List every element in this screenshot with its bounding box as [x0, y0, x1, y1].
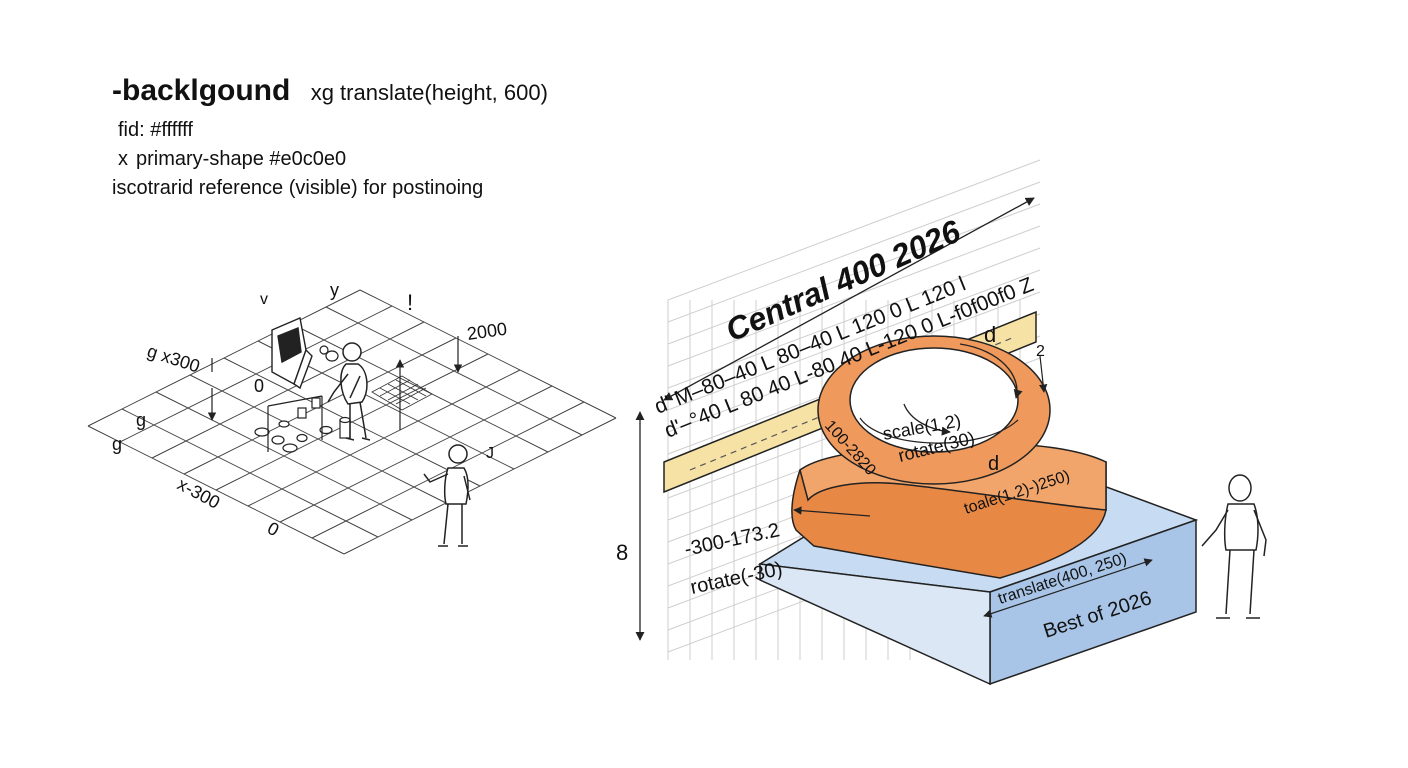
header-primary-shape-line: x primary-shape #e0c0e0: [118, 149, 548, 169]
label-d-mid: d: [988, 453, 999, 475]
label-v: v: [260, 291, 268, 308]
label-exclaim: !: [407, 290, 413, 315]
header-title-bold: -backlgound: [112, 74, 291, 107]
arrow-ring-inner: [903, 403, 951, 436]
arrow-right-small: [1038, 355, 1048, 393]
label-8: 8: [616, 540, 628, 565]
label-y-top: y: [330, 280, 339, 300]
left-scene: y v ! 2000 g x300 0 g g x-300 0 J: [87, 280, 617, 555]
label-rotate-neg: rotate(-30): [688, 558, 784, 599]
header-notes: -backlgound xg translate(height, 600) fi…: [112, 76, 548, 199]
grid-line: [121, 408, 379, 538]
header-primary-shape-text: primary-shape #e0c0e0: [136, 148, 347, 170]
dimension-top: [663, 197, 1035, 401]
label-xm300: x-300: [174, 474, 223, 513]
person-right-icon: [1201, 474, 1267, 619]
x-marker-icon: x: [118, 148, 128, 170]
grid-line: [87, 425, 345, 555]
grid-line: [247, 369, 521, 507]
checker-patch: [371, 375, 433, 411]
person-left-icon: [423, 444, 471, 547]
dimension-translate: [983, 558, 1153, 618]
header-title-rest: xg translate(height, 600): [310, 80, 548, 105]
worker-figure-icon: [327, 342, 371, 441]
label-zero-small: 0: [254, 376, 264, 396]
label-right-mark: J: [486, 445, 494, 462]
grid-line: [279, 385, 553, 523]
floor-objects: [254, 345, 351, 453]
grid-line: [223, 357, 481, 487]
grid-line: [189, 374, 447, 504]
label-2000: 2000: [466, 319, 508, 344]
grid-line: [155, 391, 413, 521]
label-g-upper: g: [136, 410, 146, 430]
header-reference-line: iscotrarid reference (visible) for posti…: [112, 177, 484, 199]
label-zero-bottom: 0: [264, 518, 282, 540]
left-iso-grid: [87, 289, 617, 555]
grid-line: [343, 417, 617, 555]
arrow-left-coord: [793, 506, 871, 517]
label-gx300: g x300: [145, 341, 203, 377]
header-title: -backlgound xg translate(height, 600): [112, 76, 548, 106]
label-d-top: d: [984, 322, 996, 347]
label-g-lower: g: [112, 434, 122, 454]
right-scene: Central 400 2026 d' M–80–40 L 80–40 L 12…: [616, 159, 1267, 686]
header-fill-line: fid: #ffffff: [118, 119, 193, 141]
label-coord: -300-173.2: [682, 519, 781, 561]
label-2-right: 2: [1036, 343, 1045, 360]
device-icon: [271, 317, 313, 390]
